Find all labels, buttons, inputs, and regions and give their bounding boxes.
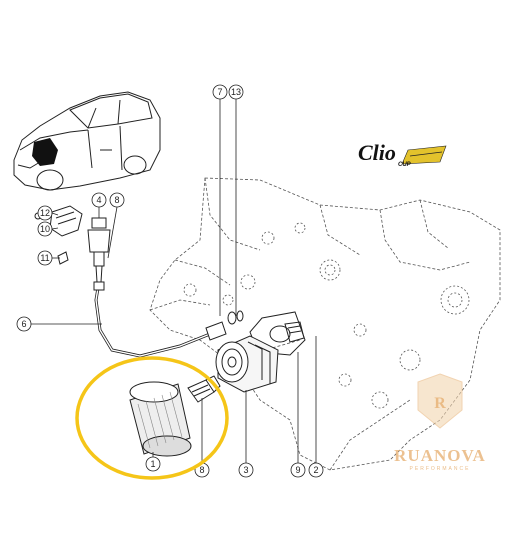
engine-block-outline xyxy=(149,177,501,471)
callout-1-label: 1 xyxy=(150,459,155,469)
oil-pipe xyxy=(93,281,227,358)
callout-2: 2 xyxy=(308,462,324,478)
callout-9-label: 9 xyxy=(295,465,300,475)
logo-cup-text: CUP xyxy=(398,162,412,168)
logo-clio-text: Clio xyxy=(358,140,396,165)
watermark-tagline: PERFORMANCE xyxy=(410,466,471,472)
logo-swoosh xyxy=(401,145,447,165)
oil-cooler xyxy=(215,335,279,393)
threaded-union-5 xyxy=(187,375,221,403)
watermark-monogram: R xyxy=(434,395,446,412)
seal-rings xyxy=(227,310,244,325)
callout-8-top: 8 xyxy=(109,192,125,208)
callout-12-label: 12 xyxy=(40,208,50,218)
callout-10: 10 xyxy=(37,221,53,237)
callout-8-bottom-label: 8 xyxy=(199,465,204,475)
callout-13: 13 xyxy=(228,84,244,100)
callout-3-label: 3 xyxy=(243,465,248,475)
clio-cup-logo: Clio CUP xyxy=(358,140,447,168)
callout-11-label: 11 xyxy=(40,253,49,263)
union-fitting-2 xyxy=(284,321,305,343)
oil-filter xyxy=(129,381,192,457)
engine-location-marker xyxy=(32,138,58,166)
callout-10-label: 10 xyxy=(40,224,50,234)
callout-9: 9 xyxy=(290,462,306,478)
callouts: 7 13 4 8 12 10 11 6 xyxy=(16,84,324,478)
callout-8-top-label: 8 xyxy=(114,195,119,205)
car-locator-thumbnail xyxy=(13,91,161,191)
callout-11: 11 xyxy=(37,250,53,266)
highlight-ellipse xyxy=(75,356,229,480)
watermark-name: RUANOVA xyxy=(394,446,486,465)
small-bolt xyxy=(57,251,69,265)
callout-7: 7 xyxy=(212,84,228,100)
leader-lines xyxy=(31,99,317,463)
callout-4: 4 xyxy=(91,192,107,208)
shield-icon xyxy=(417,373,463,429)
engine-block-bolt-holes xyxy=(183,222,470,409)
callout-3: 3 xyxy=(238,462,254,478)
callout-12: 12 xyxy=(37,205,53,221)
callout-6: 6 xyxy=(16,316,32,332)
callout-2-label: 2 xyxy=(313,465,318,475)
callout-6-label: 6 xyxy=(21,319,26,329)
oil-pressure-switch xyxy=(87,217,111,283)
callout-4-label: 4 xyxy=(96,195,101,205)
callout-7-label: 7 xyxy=(217,87,222,97)
oil-cooler-gasket-plate xyxy=(249,311,306,356)
ruanova-watermark: R RUANOVA PERFORMANCE xyxy=(394,373,486,472)
callout-1: 1 xyxy=(145,456,161,472)
callout-13-label: 13 xyxy=(231,87,241,97)
